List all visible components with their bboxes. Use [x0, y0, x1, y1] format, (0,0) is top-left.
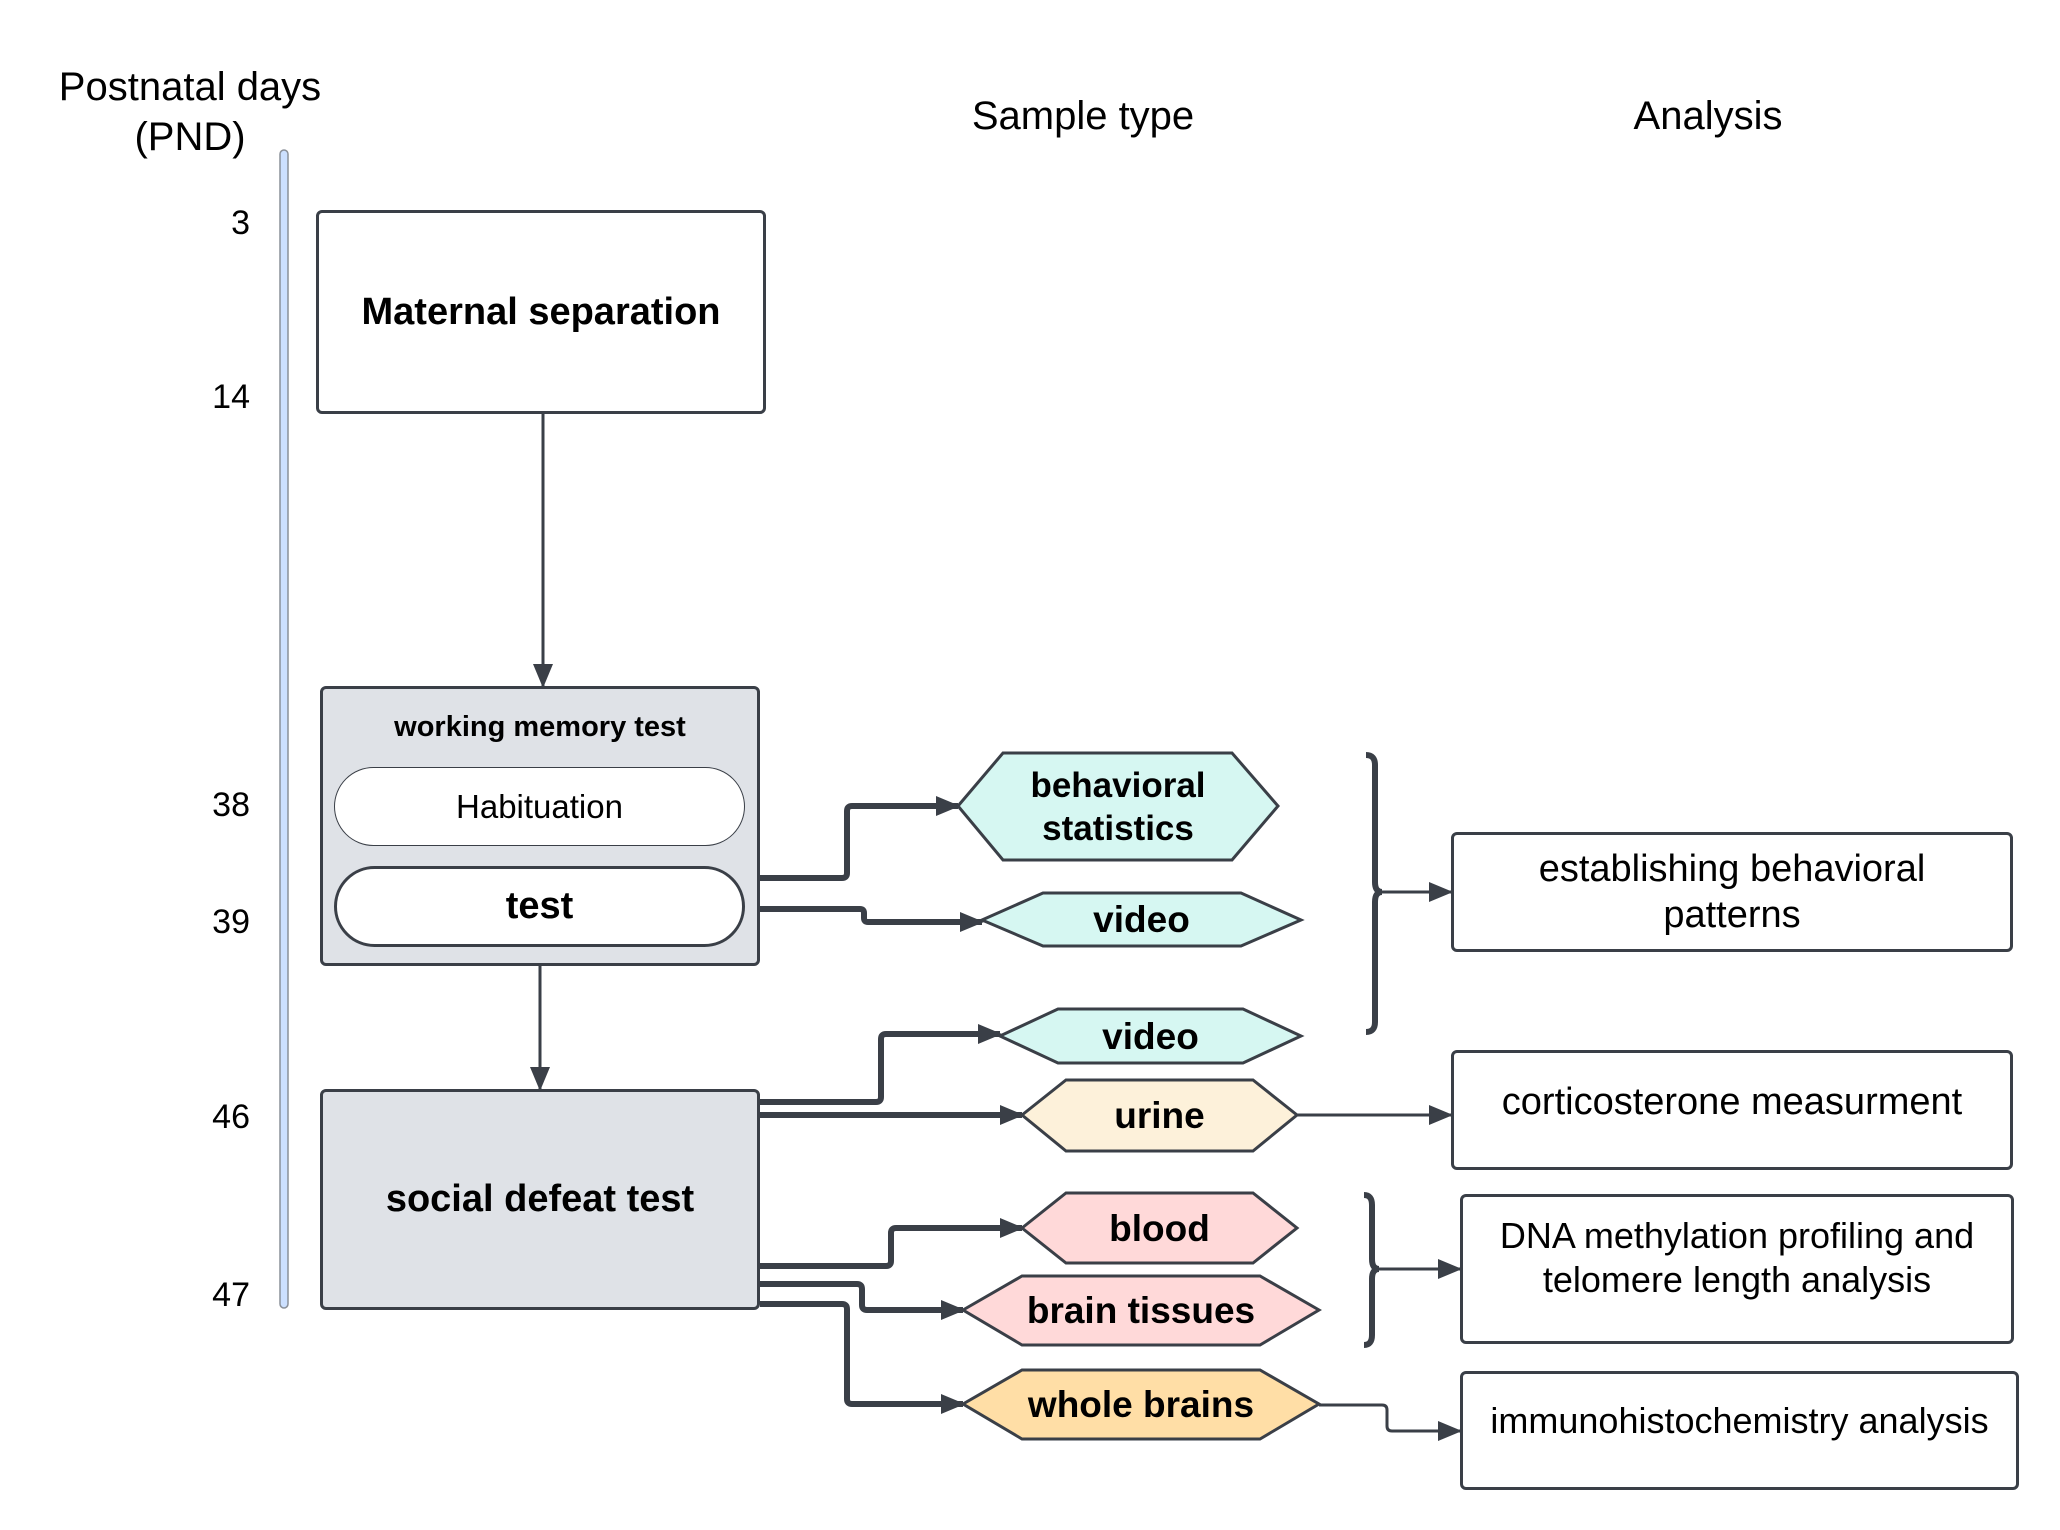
analysis-corticosterone-label: corticosterone measurment [1501, 1081, 1963, 1123]
day-label: 46 [212, 1097, 250, 1136]
day-label: 3 [231, 203, 250, 242]
sample-type-header: Sample type [971, 94, 1195, 138]
hex-behavioral-statistics[interactable] [956, 751, 1280, 862]
maternal-separation-box[interactable]: Maternal separation [316, 210, 766, 414]
analysis-behavioral-patterns-line2: patterns [1663, 894, 1801, 936]
connector-test-to-behavioral-statistics [738, 796, 960, 881]
habituation-step[interactable]: Habituation [334, 767, 745, 846]
bracket-molecular [1363, 1192, 1380, 1348]
connector-sd-to-blood [760, 1218, 1024, 1269]
analysis-header: Analysis [1633, 94, 1783, 138]
day-label: 47 [212, 1275, 250, 1314]
hex-video-wm[interactable] [978, 891, 1305, 948]
analysis-corticosterone[interactable]: corticosterone measurment [1451, 1050, 2013, 1170]
working-memory-test-box[interactable]: working memory test Habituation test [320, 686, 760, 966]
analysis-immunohistochemistry[interactable]: immunohistochemistry analysis [1460, 1371, 2019, 1490]
day-label: 39 [212, 902, 250, 941]
test-step[interactable]: test [334, 866, 745, 947]
timeline-header: Postnatal days (PND) [40, 62, 340, 162]
social-defeat-test-box[interactable]: social defeat test [320, 1089, 760, 1310]
analysis-dna-methylation[interactable]: DNA methylation profiling and telomere l… [1460, 1194, 2014, 1344]
analysis-dna-methylation-line1: DNA methylation profiling and [1499, 1215, 1975, 1256]
bracket-behavioral [1365, 752, 1383, 1035]
analysis-behavioral-patterns[interactable]: establishing behavioral patterns [1451, 832, 2013, 952]
day-label: 38 [212, 785, 250, 824]
timeline-bar [279, 149, 289, 1309]
hex-urine[interactable] [1019, 1078, 1300, 1153]
hex-brain-tissues[interactable] [960, 1274, 1322, 1347]
connector-sd-to-whole-brains [760, 1301, 965, 1414]
connector-test-to-video-wm [745, 906, 984, 932]
connector-sd-to-brain-tissues [760, 1281, 965, 1320]
hex-video-sd[interactable] [996, 1007, 1305, 1065]
timeline-header-line1: Postnatal days [58, 65, 322, 109]
social-defeat-test-label: social defeat test [385, 1178, 695, 1220]
timeline-header-line2: (PND) [134, 115, 246, 159]
analysis-dna-methylation-line2: telomere length analysis [1542, 1259, 1932, 1300]
analysis-behavioral-patterns-line1: establishing behavioral [1538, 848, 1926, 890]
day-label: 14 [212, 377, 250, 416]
hex-whole-brains[interactable] [960, 1368, 1322, 1441]
maternal-separation-label: Maternal separation [361, 290, 721, 333]
arrow-whole-brains-to-ihc [1319, 1403, 1462, 1441]
hex-blood[interactable] [1019, 1191, 1300, 1265]
analysis-immunohistochemistry-label: immunohistochemistry analysis [1490, 1399, 1989, 1441]
working-memory-test-title: working memory test [394, 710, 686, 743]
connector-sd-to-video [760, 1024, 1002, 1105]
